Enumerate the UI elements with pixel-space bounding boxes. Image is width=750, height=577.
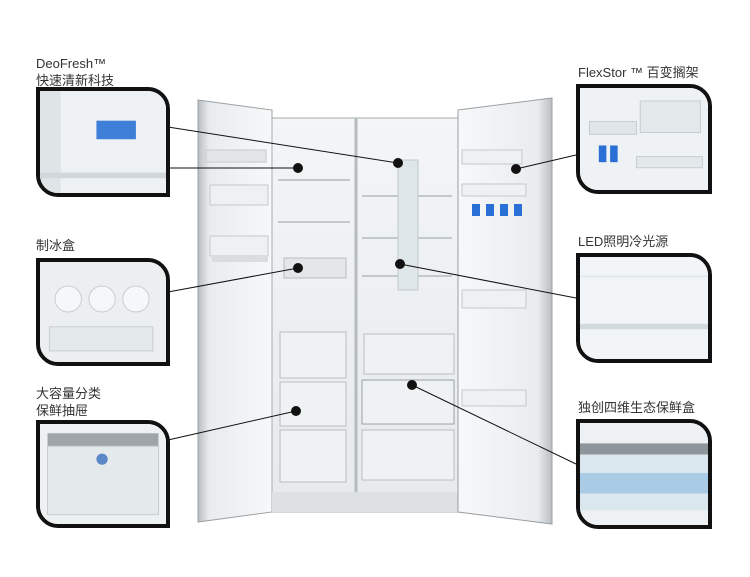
- ice-thumbnail: [36, 258, 170, 366]
- callout-drawer-label: 大容量分类 保鲜抽屉: [36, 385, 101, 419]
- deofresh-subtitle: 快速清新科技: [36, 73, 115, 88]
- callout-ice-label: 制冰盒: [36, 237, 75, 254]
- callout-dots: [291, 158, 521, 416]
- deofresh-thumbnail: [36, 87, 170, 197]
- crisper-title: 独创四维生态保鲜盒: [578, 400, 696, 415]
- callout-crisper-label: 独创四维生态保鲜盒: [578, 399, 695, 416]
- cabinet: [271, 117, 459, 513]
- callout-led-label: LED照明冷光源: [578, 233, 668, 250]
- crisper-thumbnail: [576, 419, 712, 529]
- left-door: [197, 99, 273, 523]
- flexstor-thumbnail: [576, 84, 712, 194]
- callout-deofresh-label: DeoFresh™ 快速清新科技: [36, 55, 114, 89]
- led-title: LED照明冷光源: [578, 234, 669, 249]
- leader-lines: [167, 126, 577, 465]
- drawer-subtitle: 保鲜抽屉: [36, 403, 89, 418]
- ice-title: 制冰盒: [36, 238, 76, 253]
- deofresh-title: DeoFresh™: [36, 56, 107, 71]
- drawer-thumbnail: [36, 420, 170, 528]
- flexstor-title: FlexStor ™ 百变搁架: [578, 65, 699, 80]
- callout-flexstor-label: FlexStor ™ 百变搁架: [578, 64, 699, 81]
- led-thumbnail: [576, 253, 712, 363]
- drawer-title: 大容量分类: [36, 386, 102, 401]
- right-door: [457, 97, 553, 525]
